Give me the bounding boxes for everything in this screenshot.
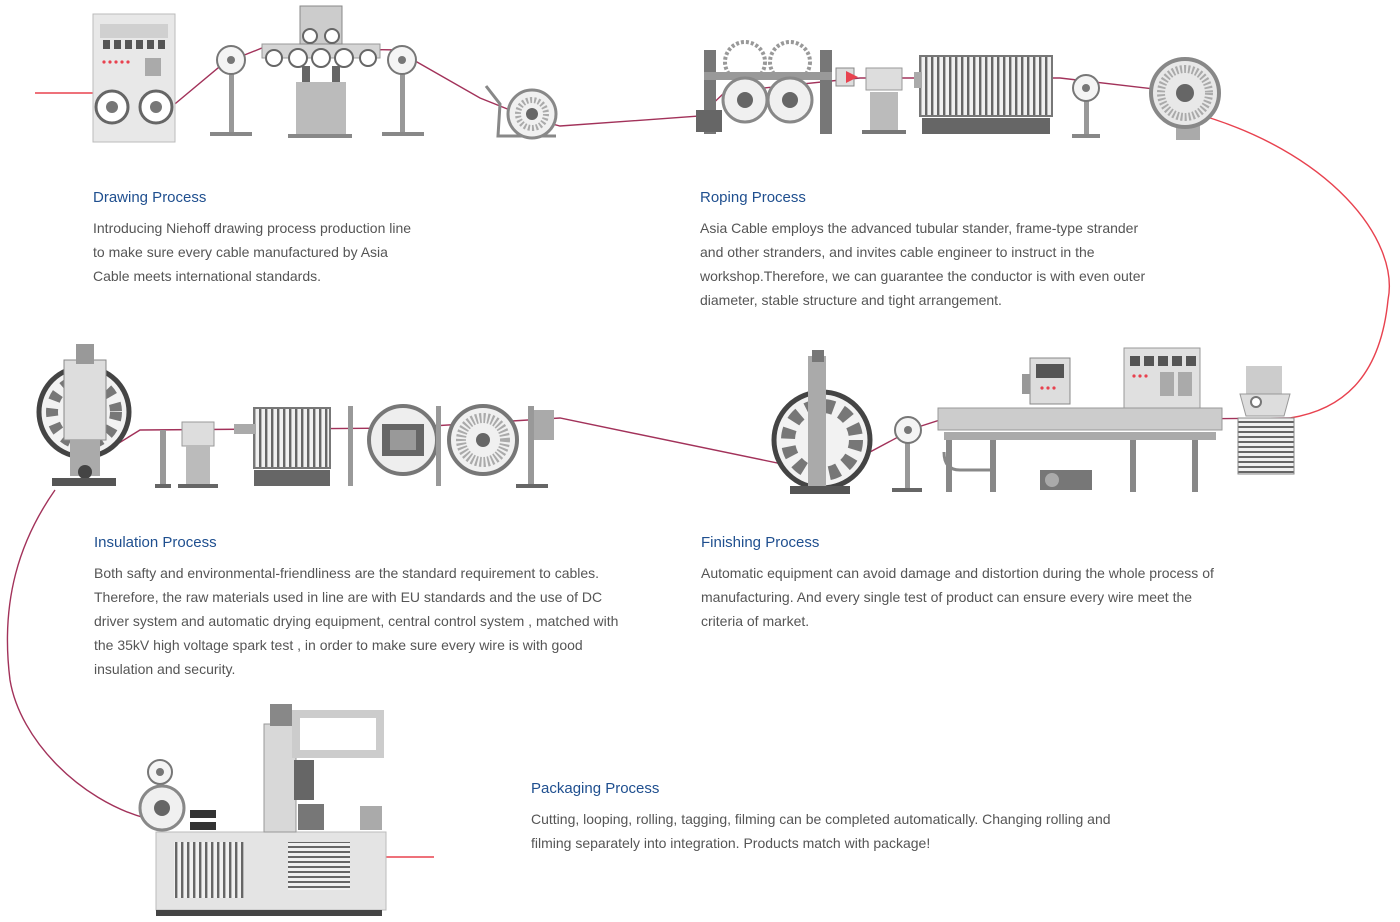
roping-process-section: Roping Process Asia Cable employs the ad… [700,189,1160,312]
drawing-process-section: Drawing Process Introducing Niehoff draw… [93,189,413,288]
finishing-guide-stand [892,416,922,492]
packaging-process-section: Packaging Process Cutting, looping, roll… [531,780,1131,855]
insulation-guide-post [155,430,171,488]
finishing-process-description: Automatic equipment can avoid damage and… [701,565,1214,629]
drawing-take-up-spool [484,85,558,140]
roping-puller [862,67,906,134]
finishing-take-up-reel [771,350,873,494]
drawing-guide-stand-1 [210,45,252,136]
drawing-capstan-unit [261,5,381,138]
drawing-process-description: Introducing Niehoff drawing process prod… [93,220,412,284]
insulation-spark-tester [348,404,441,486]
finishing-conveyor-bench [937,407,1223,492]
roping-take-up-reel [1149,57,1221,140]
finishing-control-cabinet [1123,347,1201,409]
insulation-caterpillar [178,421,218,488]
packaging-process-title: Packaging Process [531,780,660,797]
roping-tubular-strander [914,55,1053,134]
finishing-process-title: Finishing Process [701,534,820,551]
cable-wire-path [6,47,1390,858]
finishing-process-section: Finishing Process Automatic equipment ca… [701,534,1221,633]
roping-guide-stand [1072,74,1100,138]
finishing-control-console [1022,357,1071,405]
roping-process-description: Asia Cable employs the advanced tubular … [700,220,1146,308]
packaging-process-description: Cutting, looping, rolling, tagging, film… [531,811,1111,851]
finishing-payoff-hopper [1237,366,1295,475]
insulation-take-up-reel [36,344,132,486]
roping-frame-strander [696,40,858,134]
insulation-cooling-trough [234,407,331,486]
drawing-machine [92,13,176,143]
drawing-guide-stand-2 [382,45,424,136]
insulation-process-title: Insulation Process [94,534,217,551]
insulation-payoff-reel [447,404,554,488]
drawing-process-title: Drawing Process [93,189,207,206]
insulation-process-description: Both safty and environmental-friendlines… [94,565,619,677]
insulation-process-section: Insulation Process Both safty and enviro… [94,534,634,681]
roping-process-title: Roping Process [700,189,806,206]
packaging-machine [138,704,387,916]
